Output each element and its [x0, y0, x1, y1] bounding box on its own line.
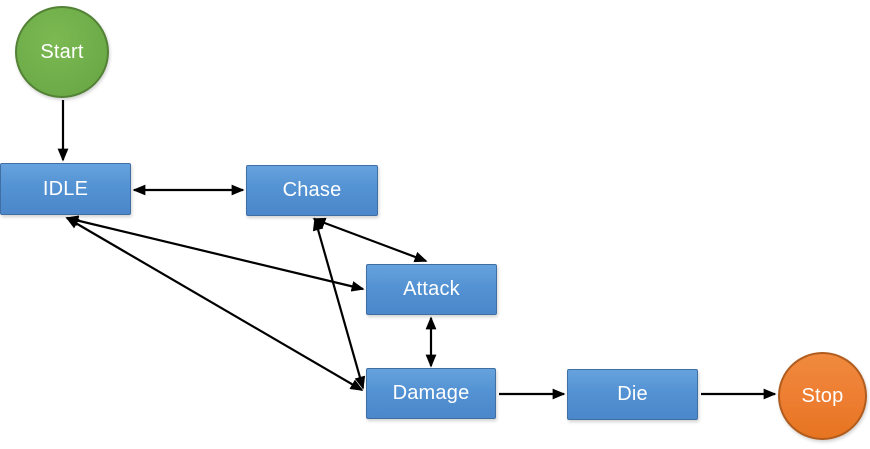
node-damage: Damage — [366, 368, 496, 419]
node-die-label: Die — [617, 383, 648, 405]
node-idle: IDLE — [0, 163, 131, 215]
node-start-label: Start — [40, 40, 84, 63]
edge-chase-attack — [312, 217, 428, 263]
node-chase: Chase — [246, 165, 378, 216]
edge-idle-damage — [65, 217, 364, 391]
node-start: Start — [15, 6, 109, 98]
node-die: Die — [567, 369, 698, 420]
node-attack-label: Attack — [403, 278, 460, 300]
node-damage-label: Damage — [392, 382, 470, 404]
node-attack: Attack — [366, 264, 497, 315]
edge-chase-damage — [312, 217, 366, 390]
node-stop-label: Stop — [801, 384, 844, 407]
node-chase-label: Chase — [282, 179, 342, 201]
edge-idle-attack — [65, 215, 365, 292]
node-idle-label: IDLE — [42, 177, 89, 200]
node-stop: Stop — [778, 352, 867, 440]
